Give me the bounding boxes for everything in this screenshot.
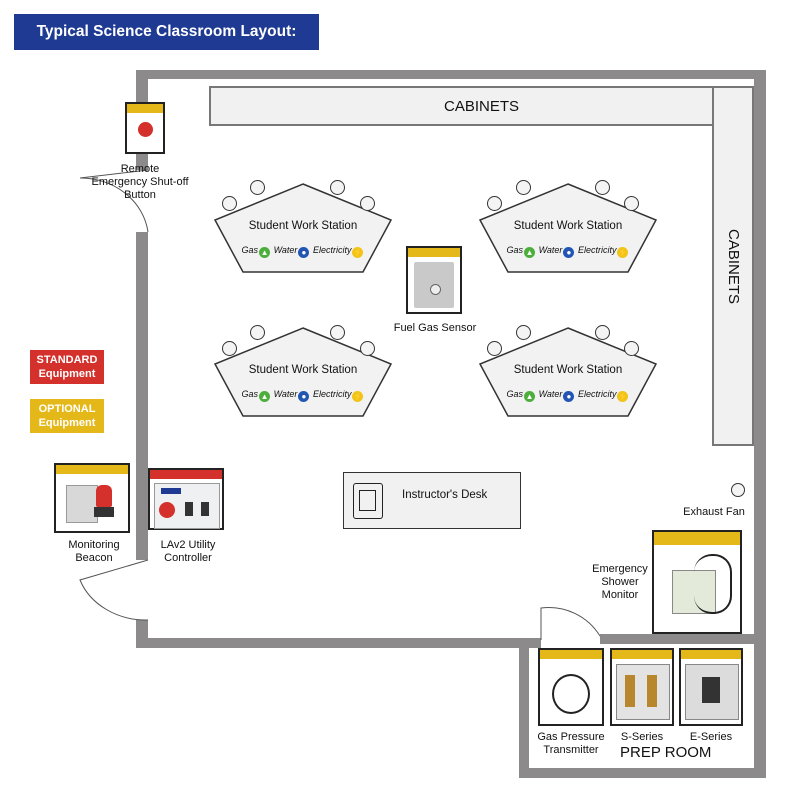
remote-shutoff-device <box>125 102 165 154</box>
chair <box>330 180 345 195</box>
s-series-label: S-Series <box>620 731 664 743</box>
water-icon: ● <box>563 391 575 402</box>
gas-label: Gas <box>506 245 524 255</box>
chair <box>360 341 375 356</box>
chair <box>250 325 265 340</box>
chair <box>487 196 502 211</box>
wall-bottom-right <box>600 634 760 644</box>
gas-icon: ▲ <box>259 247 271 258</box>
transmitter-icon <box>552 674 590 714</box>
student-work-station: Student Work Station Gas▲ Water● Electri… <box>478 176 658 276</box>
e-series-device <box>679 648 743 726</box>
prep-room-label: PREP ROOM <box>620 744 712 761</box>
chair <box>624 196 639 211</box>
electricity-icon: ⚡ <box>617 391 629 402</box>
chair-icon <box>353 483 383 519</box>
water-label: Water <box>273 389 298 399</box>
wall-top <box>136 70 766 79</box>
chair <box>595 180 610 195</box>
fuel-gas-sensor-label: Fuel Gas Sensor <box>393 322 477 334</box>
instructors-desk: Instructor's Desk <box>343 472 521 529</box>
gas-pressure-transmitter-label: Gas Pressure Transmitter <box>537 731 605 756</box>
student-work-station: Student Work Station Gas▲ Water● Electri… <box>213 176 393 276</box>
water-label: Water <box>538 389 563 399</box>
cabinets-top: CABINETS <box>209 86 754 126</box>
station-utilities: Gas▲ Water● Electricity⚡ <box>213 245 393 258</box>
monitoring-beacon-device <box>54 463 130 533</box>
station-title: Student Work Station <box>513 364 623 376</box>
monitoring-beacon-label: Monitoring Beacon <box>68 539 120 564</box>
water-icon: ● <box>563 247 575 258</box>
desk-label: Instructor's Desk <box>402 489 488 501</box>
cabinets-right-label: CABINETS <box>724 228 742 304</box>
gas-label: Gas <box>241 389 259 399</box>
gas-label: Gas <box>241 245 259 255</box>
chair <box>222 341 237 356</box>
sensor-icon <box>414 262 454 308</box>
student-work-station: Student Work Station Gas▲ Water● Electri… <box>213 320 393 420</box>
station-title: Student Work Station <box>248 220 358 232</box>
cabinets-right: CABINETS <box>712 86 754 446</box>
water-icon: ● <box>298 391 310 402</box>
station-utilities: Gas▲ Water● Electricity⚡ <box>478 389 658 402</box>
station-utilities: Gas▲ Water● Electricity⚡ <box>213 389 393 402</box>
chair <box>250 180 265 195</box>
prep-wall-left <box>519 638 529 778</box>
page-title: Typical Science Classroom Layout: <box>14 14 319 50</box>
cabinets-top-label: CABINETS <box>443 97 519 115</box>
gas-icon: ▲ <box>524 247 536 258</box>
s-series-device <box>610 648 674 726</box>
gas-pressure-transmitter-device <box>538 648 604 726</box>
electricity-icon: ⚡ <box>617 247 629 258</box>
legend-optional: OPTIONAL Equipment <box>30 399 104 433</box>
water-label: Water <box>538 245 563 255</box>
electricity-label: Electricity <box>577 245 617 255</box>
red-button-icon <box>138 122 153 137</box>
gas-icon: ▲ <box>259 391 271 402</box>
fuel-gas-sensor-device <box>406 246 462 314</box>
chair <box>330 325 345 340</box>
chair <box>222 196 237 211</box>
electricity-label: Electricity <box>312 245 352 255</box>
remote-shutoff-label: Remote Emergency Shut-off Button <box>91 163 189 201</box>
station-utilities: Gas▲ Water● Electricity⚡ <box>478 245 658 258</box>
station-title: Student Work Station <box>248 364 358 376</box>
lav2-controller-device <box>148 468 224 530</box>
shower-monitor-device <box>652 530 742 634</box>
e-series-label: E-Series <box>689 731 733 743</box>
gas-icon: ▲ <box>524 391 536 402</box>
electricity-icon: ⚡ <box>352 391 364 402</box>
electricity-label: Electricity <box>577 389 617 399</box>
legend-standard: STANDARD Equipment <box>30 350 104 384</box>
chair <box>360 196 375 211</box>
controller-icon <box>154 483 220 529</box>
electricity-label: Electricity <box>312 389 352 399</box>
exhaust-fan-icon <box>731 483 745 497</box>
wall-bottom-main <box>136 638 541 648</box>
water-label: Water <box>273 245 298 255</box>
chair <box>624 341 639 356</box>
wall-left-middle <box>136 232 148 560</box>
chair <box>595 325 610 340</box>
water-icon: ● <box>298 247 310 258</box>
station-title: Student Work Station <box>513 220 623 232</box>
prep-wall-bottom <box>519 768 766 778</box>
electrical-panel-icon <box>685 664 739 720</box>
chair <box>487 341 502 356</box>
exhaust-fan-label: Exhaust Fan <box>683 506 745 518</box>
valve-panel-icon <box>616 664 670 720</box>
shower-monitor-label: Emergency Shower Monitor <box>592 563 648 601</box>
wall-right <box>754 70 766 778</box>
beacon-icon <box>66 485 98 523</box>
electricity-icon: ⚡ <box>352 247 364 258</box>
gas-label: Gas <box>506 389 524 399</box>
chair <box>516 180 531 195</box>
chair <box>516 325 531 340</box>
student-work-station: Student Work Station Gas▲ Water● Electri… <box>478 320 658 420</box>
lav2-controller-label: LAv2 Utility Controller <box>160 539 216 564</box>
